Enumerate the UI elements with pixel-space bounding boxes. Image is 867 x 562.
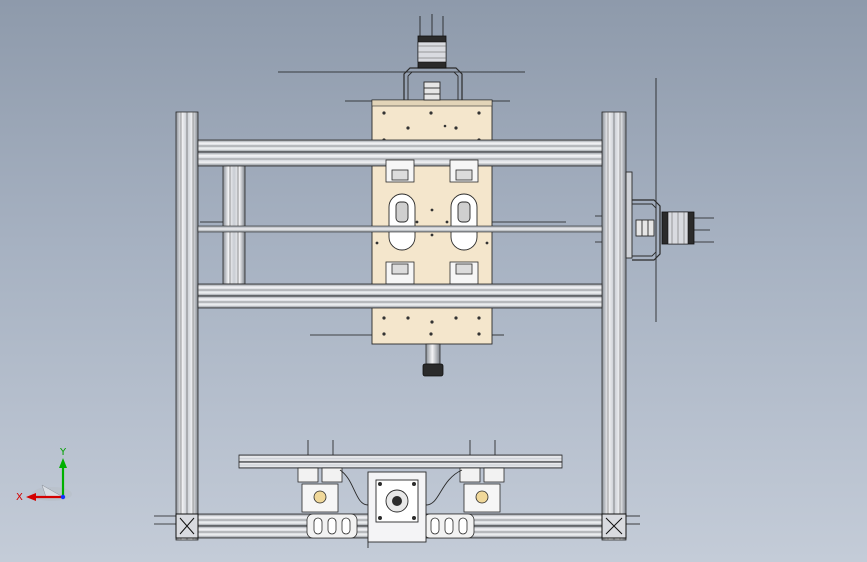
top-x-rail[interactable] [197, 139, 603, 167]
plate-holes [375, 111, 489, 336]
linear-bearing-blocks [385, 159, 479, 285]
right-frame-column[interactable] [601, 111, 627, 541]
triad-x-arrowhead [26, 493, 36, 501]
x-stepper-motor[interactable] [661, 211, 695, 245]
triad-x-label: X [16, 492, 23, 503]
left-frame-column[interactable] [175, 111, 199, 541]
y-axis-inner-column [222, 161, 246, 285]
y-stepper-motor[interactable] [367, 471, 427, 543]
spindle[interactable] [422, 343, 444, 377]
y-drive-belt [339, 469, 463, 506]
adjustment-slots [388, 193, 478, 251]
triad-y-arrowhead [59, 458, 67, 468]
triad-z-dot [60, 494, 66, 500]
axis-triad: Y X [16, 447, 72, 503]
corner-brackets [175, 513, 627, 539]
triad-y-label: Y [59, 447, 67, 458]
z-motor-mount [403, 67, 463, 101]
x-motor-mount [625, 171, 661, 261]
x-lead-screw [197, 225, 603, 233]
bottom-x-rail[interactable] [197, 283, 603, 309]
z-stepper-motor[interactable] [417, 35, 447, 69]
y-bearing-blocks-left [297, 467, 358, 539]
y-bed-rail[interactable] [238, 454, 563, 469]
